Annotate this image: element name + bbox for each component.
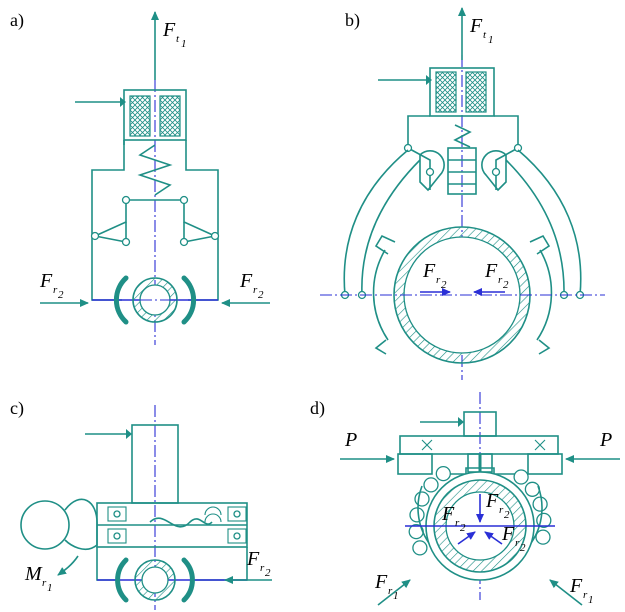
panel-b-plunger [447,147,477,195]
panel-a-right-frame [185,140,219,301]
svg-text:2: 2 [265,567,271,579]
panel-b-left-arm [343,149,409,296]
panel-c-screw [149,517,213,528]
svg-text:F: F [441,503,455,525]
panel-a-left-frame [91,140,125,301]
panel-b: b) F t 1 [320,7,605,380]
svg-text:r: r [436,274,441,286]
panel-b-right-arm [517,149,582,296]
panel-c-label: c) [10,398,24,419]
scallop-lobe [412,540,428,556]
panel-b-label: b) [345,10,360,31]
panel-a-label: a) [10,10,24,31]
svg-text:M: M [24,563,43,585]
svg-text:F: F [239,270,253,292]
panel-d-left-block [397,453,433,475]
svg-text:r: r [583,589,588,601]
svg-text:F: F [39,270,53,292]
panel-b-spring [453,124,472,148]
svg-text:2: 2 [460,522,466,534]
svg-text:F: F [374,571,388,593]
panel-d-force-fr2-top-label: F r 2 [485,490,510,521]
svg-text:r: r [253,284,258,296]
panel-d-force-right-arrow [484,531,503,545]
svg-text:2: 2 [441,279,447,291]
svg-text:r: r [499,504,504,516]
scallop-lobe [435,465,451,482]
svg-text:t: t [176,33,180,45]
panel-a-force-ft1-label: F t 1 [162,19,187,50]
svg-text:r: r [498,274,503,286]
panel-d-force-p-right-label: P [599,429,612,451]
scallop-lobe [524,481,541,497]
svg-text:F: F [485,490,499,512]
svg-text:F: F [569,575,583,597]
panel-c: c) M r 1 F [10,398,272,610]
panel-b-shoe-left [372,249,389,341]
svg-text:r: r [388,585,393,597]
panel-c-motor [20,500,70,550]
svg-text:F: F [469,15,483,37]
svg-text:r: r [42,577,47,589]
svg-text:2: 2 [504,509,510,521]
panel-d-force-fr1-left-arrow [377,579,411,606]
panel-d: d) P P F r 2 [310,392,620,606]
svg-text:2: 2 [258,289,264,301]
panel-c-moment-mr1-label: M r 1 [24,563,53,594]
panel-a-coil-left [129,95,151,137]
panel-c-force-fr2-label: F r 2 [246,548,271,579]
panel-c-moment-arrow [57,555,79,576]
svg-text:r: r [515,537,520,549]
svg-text:1: 1 [393,590,399,602]
panel-a-coil-frame [123,89,187,141]
panel-d-label: d) [310,398,325,419]
panel-b-left-cam [419,150,445,192]
panel-a-shoe-left [113,275,129,325]
panel-b-coil-frame [429,67,495,117]
svg-text:1: 1 [47,582,53,594]
panel-d-force-p-left-label: P [344,429,357,451]
panel-d-force-fr2-left-label: F r 2 [441,503,466,534]
svg-text:F: F [484,260,498,282]
scallop-lobe [423,477,439,493]
panel-d-right-block [527,453,563,475]
panel-b-force-fr2-left-label: F r 2 [422,260,447,291]
panel-b-force-ft1-label: F t 1 [469,15,494,46]
svg-text:1: 1 [181,38,187,50]
svg-text:2: 2 [58,289,64,301]
panel-b-right-cam [481,150,507,192]
panel-a: a) F t 1 [10,10,270,345]
panel-d-top-beam [399,435,559,455]
scallop-lobe [532,496,548,512]
panel-d-force-fr1-right-label: F r 1 [569,575,594,606]
svg-text:F: F [246,548,260,570]
svg-text:r: r [53,284,58,296]
scallop-lobe [513,469,529,485]
svg-text:t: t [483,29,487,41]
panel-a-coil-right [159,95,181,137]
panel-b-force-fr2-right-label: F r 2 [484,260,509,291]
panel-d-force-fr1-left-label: F r 1 [374,571,399,602]
svg-text:r: r [455,517,460,529]
svg-text:r: r [260,562,265,574]
panel-d-force-left-arrow [457,531,476,545]
scallop-lobe [535,529,551,545]
svg-text:2: 2 [503,279,509,291]
svg-text:1: 1 [588,594,594,606]
panel-a-force-fr2-right-label: F r 2 [239,270,264,301]
scallop-lobe [414,491,430,507]
svg-text:2: 2 [520,542,526,554]
svg-text:F: F [501,523,515,545]
panel-d-force-fr2-right-label: F r 2 [501,523,526,554]
panel-d-scalloped-ring [408,465,552,571]
panel-a-force-fr2-left-label: F r 2 [39,270,64,301]
panel-a-spring [137,144,173,196]
scallop-lobe [409,507,425,523]
panel-d-force-fr1-right-arrow [549,579,583,606]
panel-a-shoe-right [181,275,197,325]
svg-text:F: F [422,260,436,282]
svg-text:1: 1 [488,34,494,46]
svg-text:F: F [162,19,176,41]
